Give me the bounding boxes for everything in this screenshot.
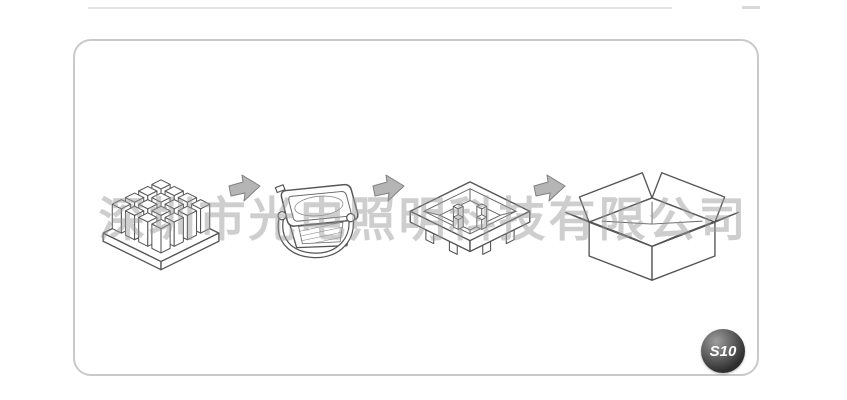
corner-logo-badge: S10 — [701, 329, 745, 373]
foam-insert-illustration — [95, 170, 227, 278]
packing-tray-illustration — [405, 176, 535, 274]
scan-artifact-line — [88, 7, 672, 9]
corner-logo-text: S10 — [709, 342, 737, 360]
arrow-right-icon — [533, 173, 567, 203]
foam-insert-drawing — [102, 179, 220, 271]
carton-box-drawing — [565, 172, 739, 281]
scan-artifact-tick — [742, 6, 760, 9]
floodlight-drawing — [274, 183, 359, 259]
carton-box-illustration — [564, 166, 742, 286]
arrow-right-icon — [228, 173, 262, 203]
packing-tray-drawing — [409, 181, 531, 255]
arrow-right-icon — [372, 173, 406, 203]
floodlight-illustration — [256, 176, 372, 268]
